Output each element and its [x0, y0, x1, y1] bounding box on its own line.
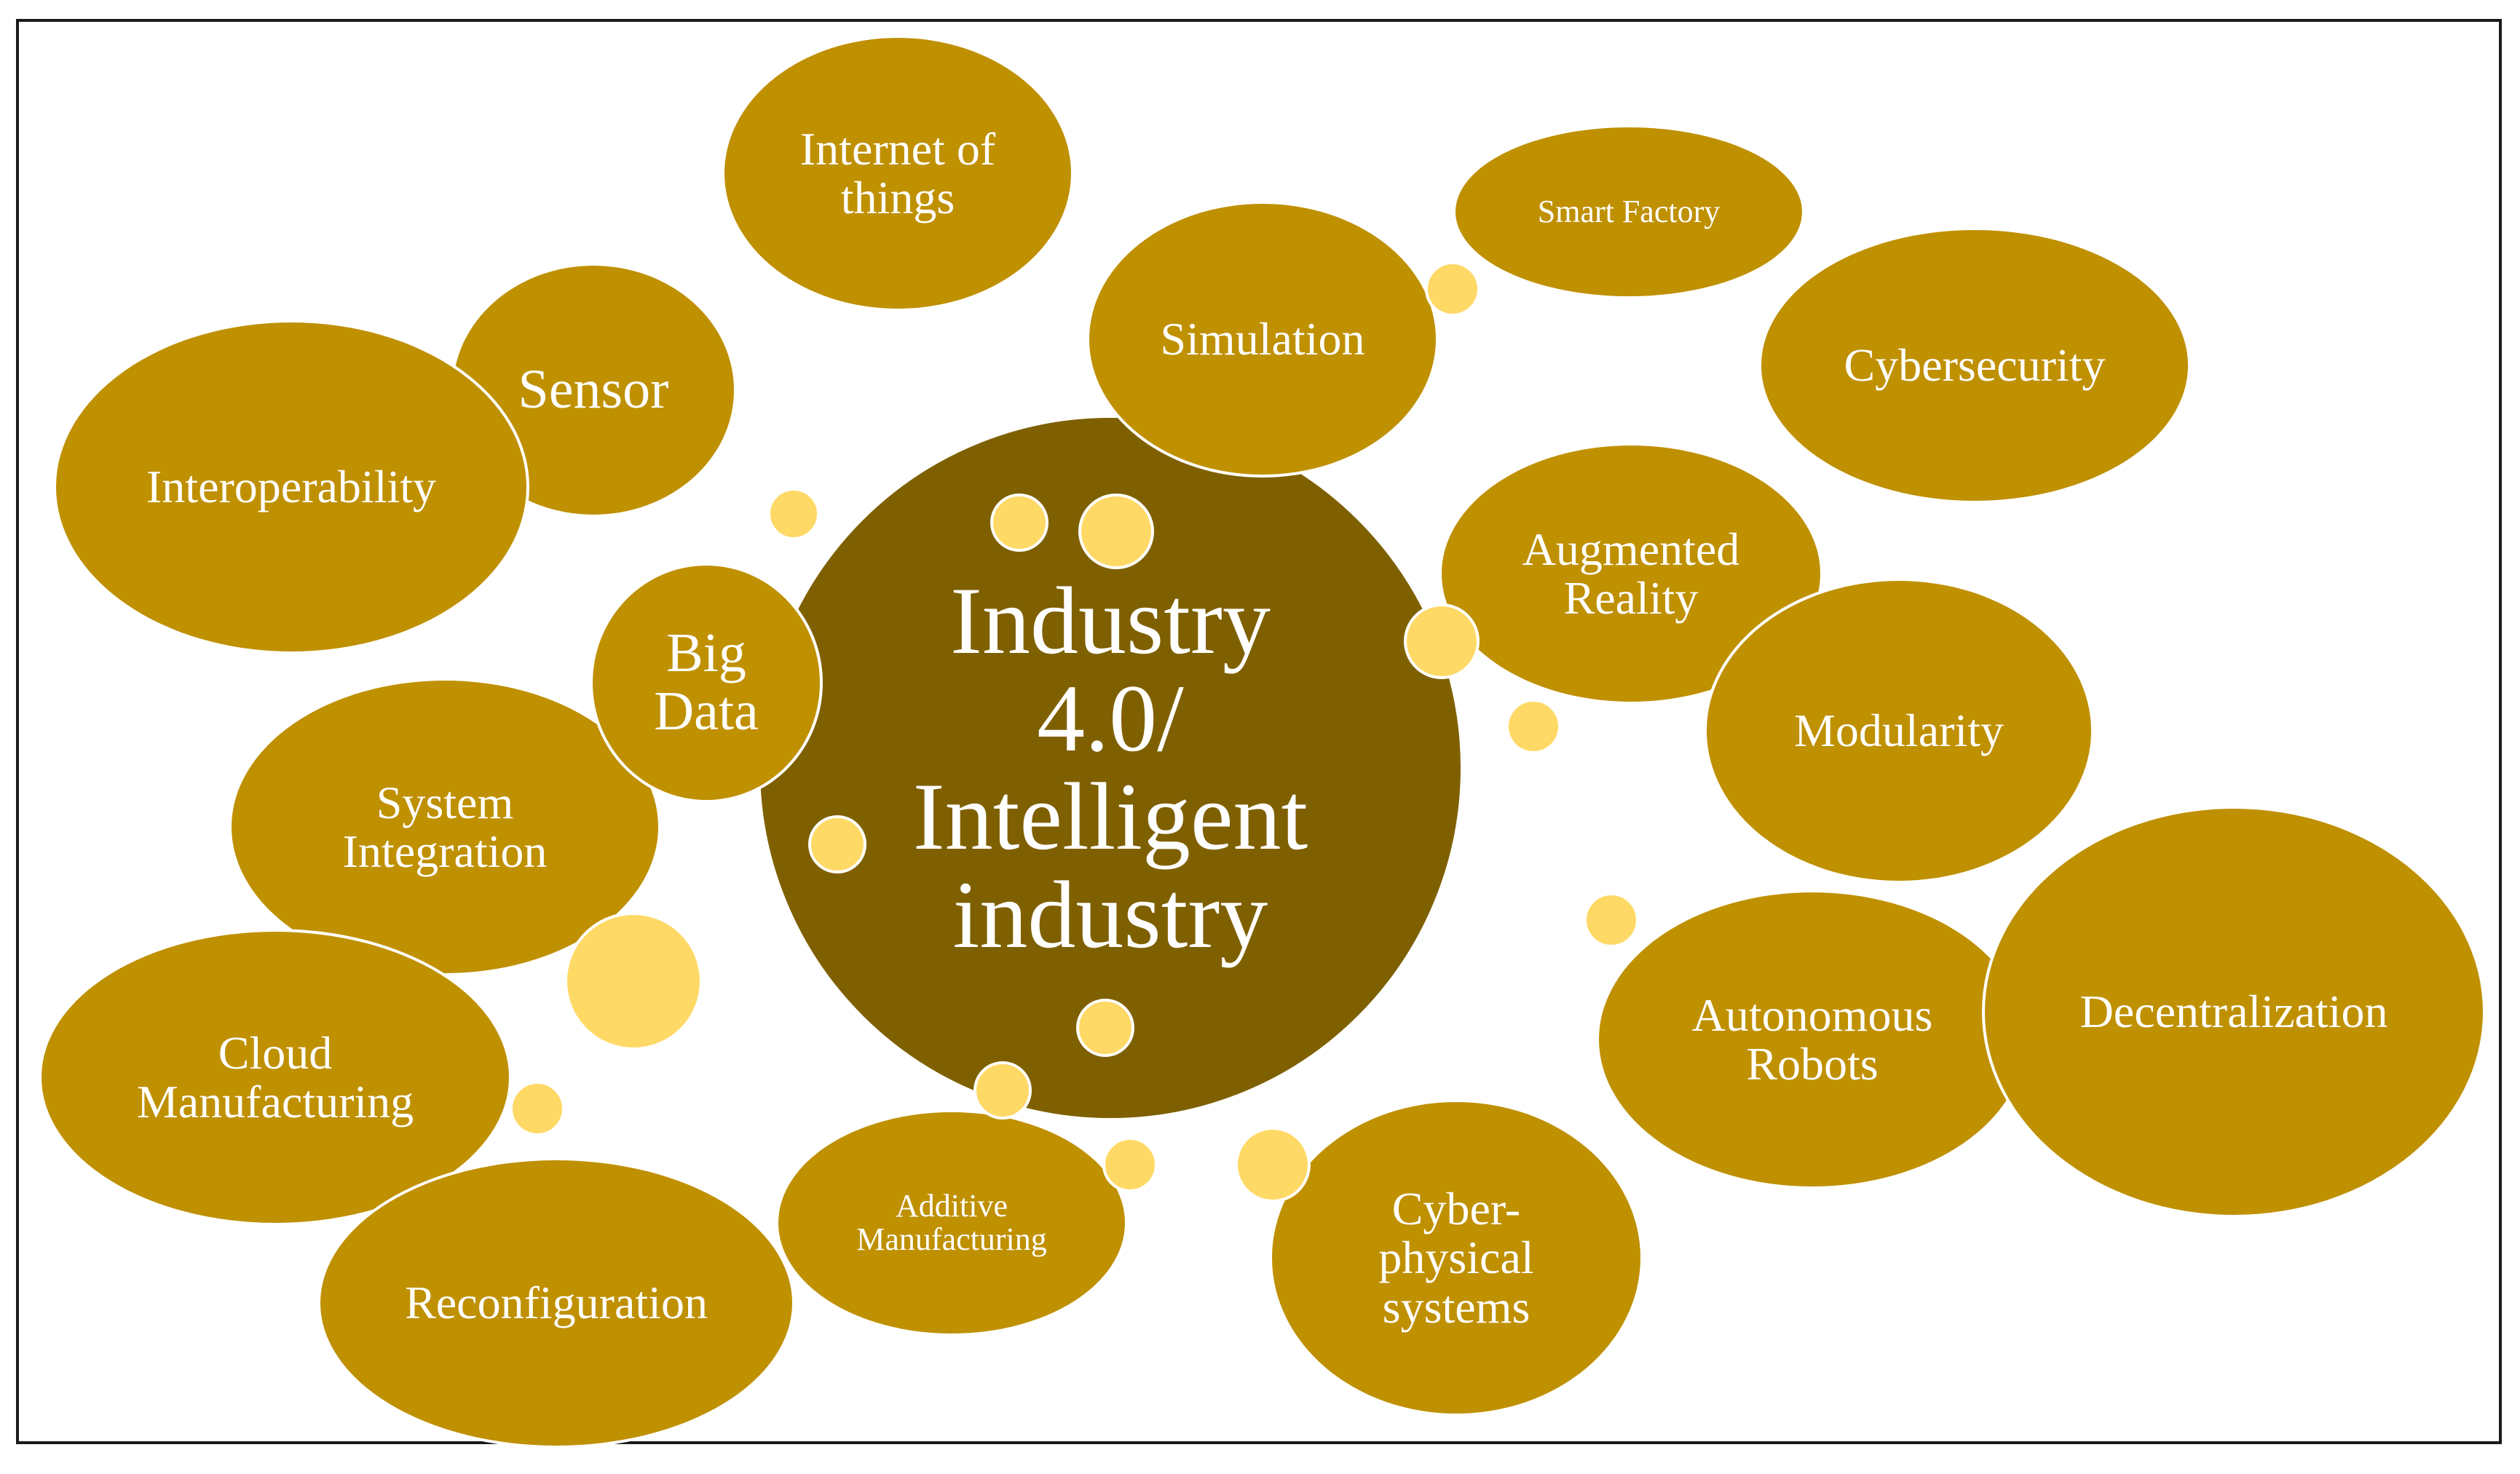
connector-dot [1425, 261, 1480, 317]
bubble-label-decentralization: Decentralization [2079, 986, 2388, 1038]
connector-dot [1404, 603, 1480, 679]
bubble-simulation: Simulation [1086, 201, 1439, 478]
bubble-modularity: Modularity [1704, 578, 2094, 884]
connector-dot [1076, 999, 1134, 1057]
bubble-label-interoperability: Interoperability [146, 461, 437, 513]
bubble-autonomous-robots: Autonomous Robots [1596, 889, 2029, 1189]
bubble-label-augmented-reality: Augmented Reality [1522, 523, 1740, 624]
bubble-label-sensor: Sensor [518, 359, 669, 421]
bubble-label-modularity: Modularity [1794, 705, 2004, 757]
connector-dot [767, 488, 820, 540]
connector-dot [510, 1081, 565, 1136]
bubble-decentralization: Decentralization [1982, 806, 2486, 1218]
connector-dot [808, 815, 866, 873]
bubble-label-internet-of-things: Internet of things [799, 122, 996, 223]
bubble-internet-of-things: Internet of things [722, 35, 1074, 312]
connector-dot [1506, 699, 1561, 754]
bubble-label-reconfiguration: Reconfiguration [405, 1277, 708, 1329]
bubble-label-smart-factory: Smart Factory [1537, 193, 1721, 229]
bubble-cybersecurity: Cybersecurity [1758, 227, 2191, 504]
connector-dot [973, 1061, 1032, 1120]
bubble-label-cyber-physical-systems: Cyber- physical systems [1378, 1183, 1534, 1333]
bubble-label-cybersecurity: Cybersecurity [1844, 339, 2106, 392]
connector-dot [990, 494, 1048, 552]
connector-dot [1102, 1137, 1158, 1192]
bubble-label-cloud-manufacturing: Cloud Manufacturing [136, 1026, 414, 1128]
bubble-smart-factory: Smart Factory [1453, 124, 1805, 299]
bubble-reconfiguration: Reconfiguration [317, 1157, 795, 1449]
connector-dot [1235, 1127, 1311, 1202]
connector-dot [1078, 494, 1154, 569]
connector-dot [564, 912, 703, 1050]
bubble-system-integration: System Integration [229, 678, 661, 976]
bubble-interoperability: Interoperability [53, 320, 529, 654]
bubble-big-data: Big Data [590, 563, 823, 803]
connector-dot [1584, 892, 1639, 948]
bubble-cloud-manufacturing: Cloud Manufacturing [39, 929, 512, 1226]
bubble-label-autonomous-robots: Autonomous Robots [1691, 988, 1933, 1090]
bubble-label-additive-manufacturing: Additive Manufacturing [856, 1187, 1047, 1257]
bubble-additive-manufacturing: Additive Manufacturing [775, 1109, 1128, 1336]
bubble-label-big-data: Big Data [654, 622, 759, 742]
bubble-label-system-integration: System Integration [342, 776, 548, 877]
bubble-label-simulation: Simulation [1160, 313, 1365, 365]
bubble-cyber-physical-systems: Cyber- physical systems [1269, 1099, 1643, 1416]
center-label: Industry 4.0/ Intelligent industry [912, 566, 1308, 968]
